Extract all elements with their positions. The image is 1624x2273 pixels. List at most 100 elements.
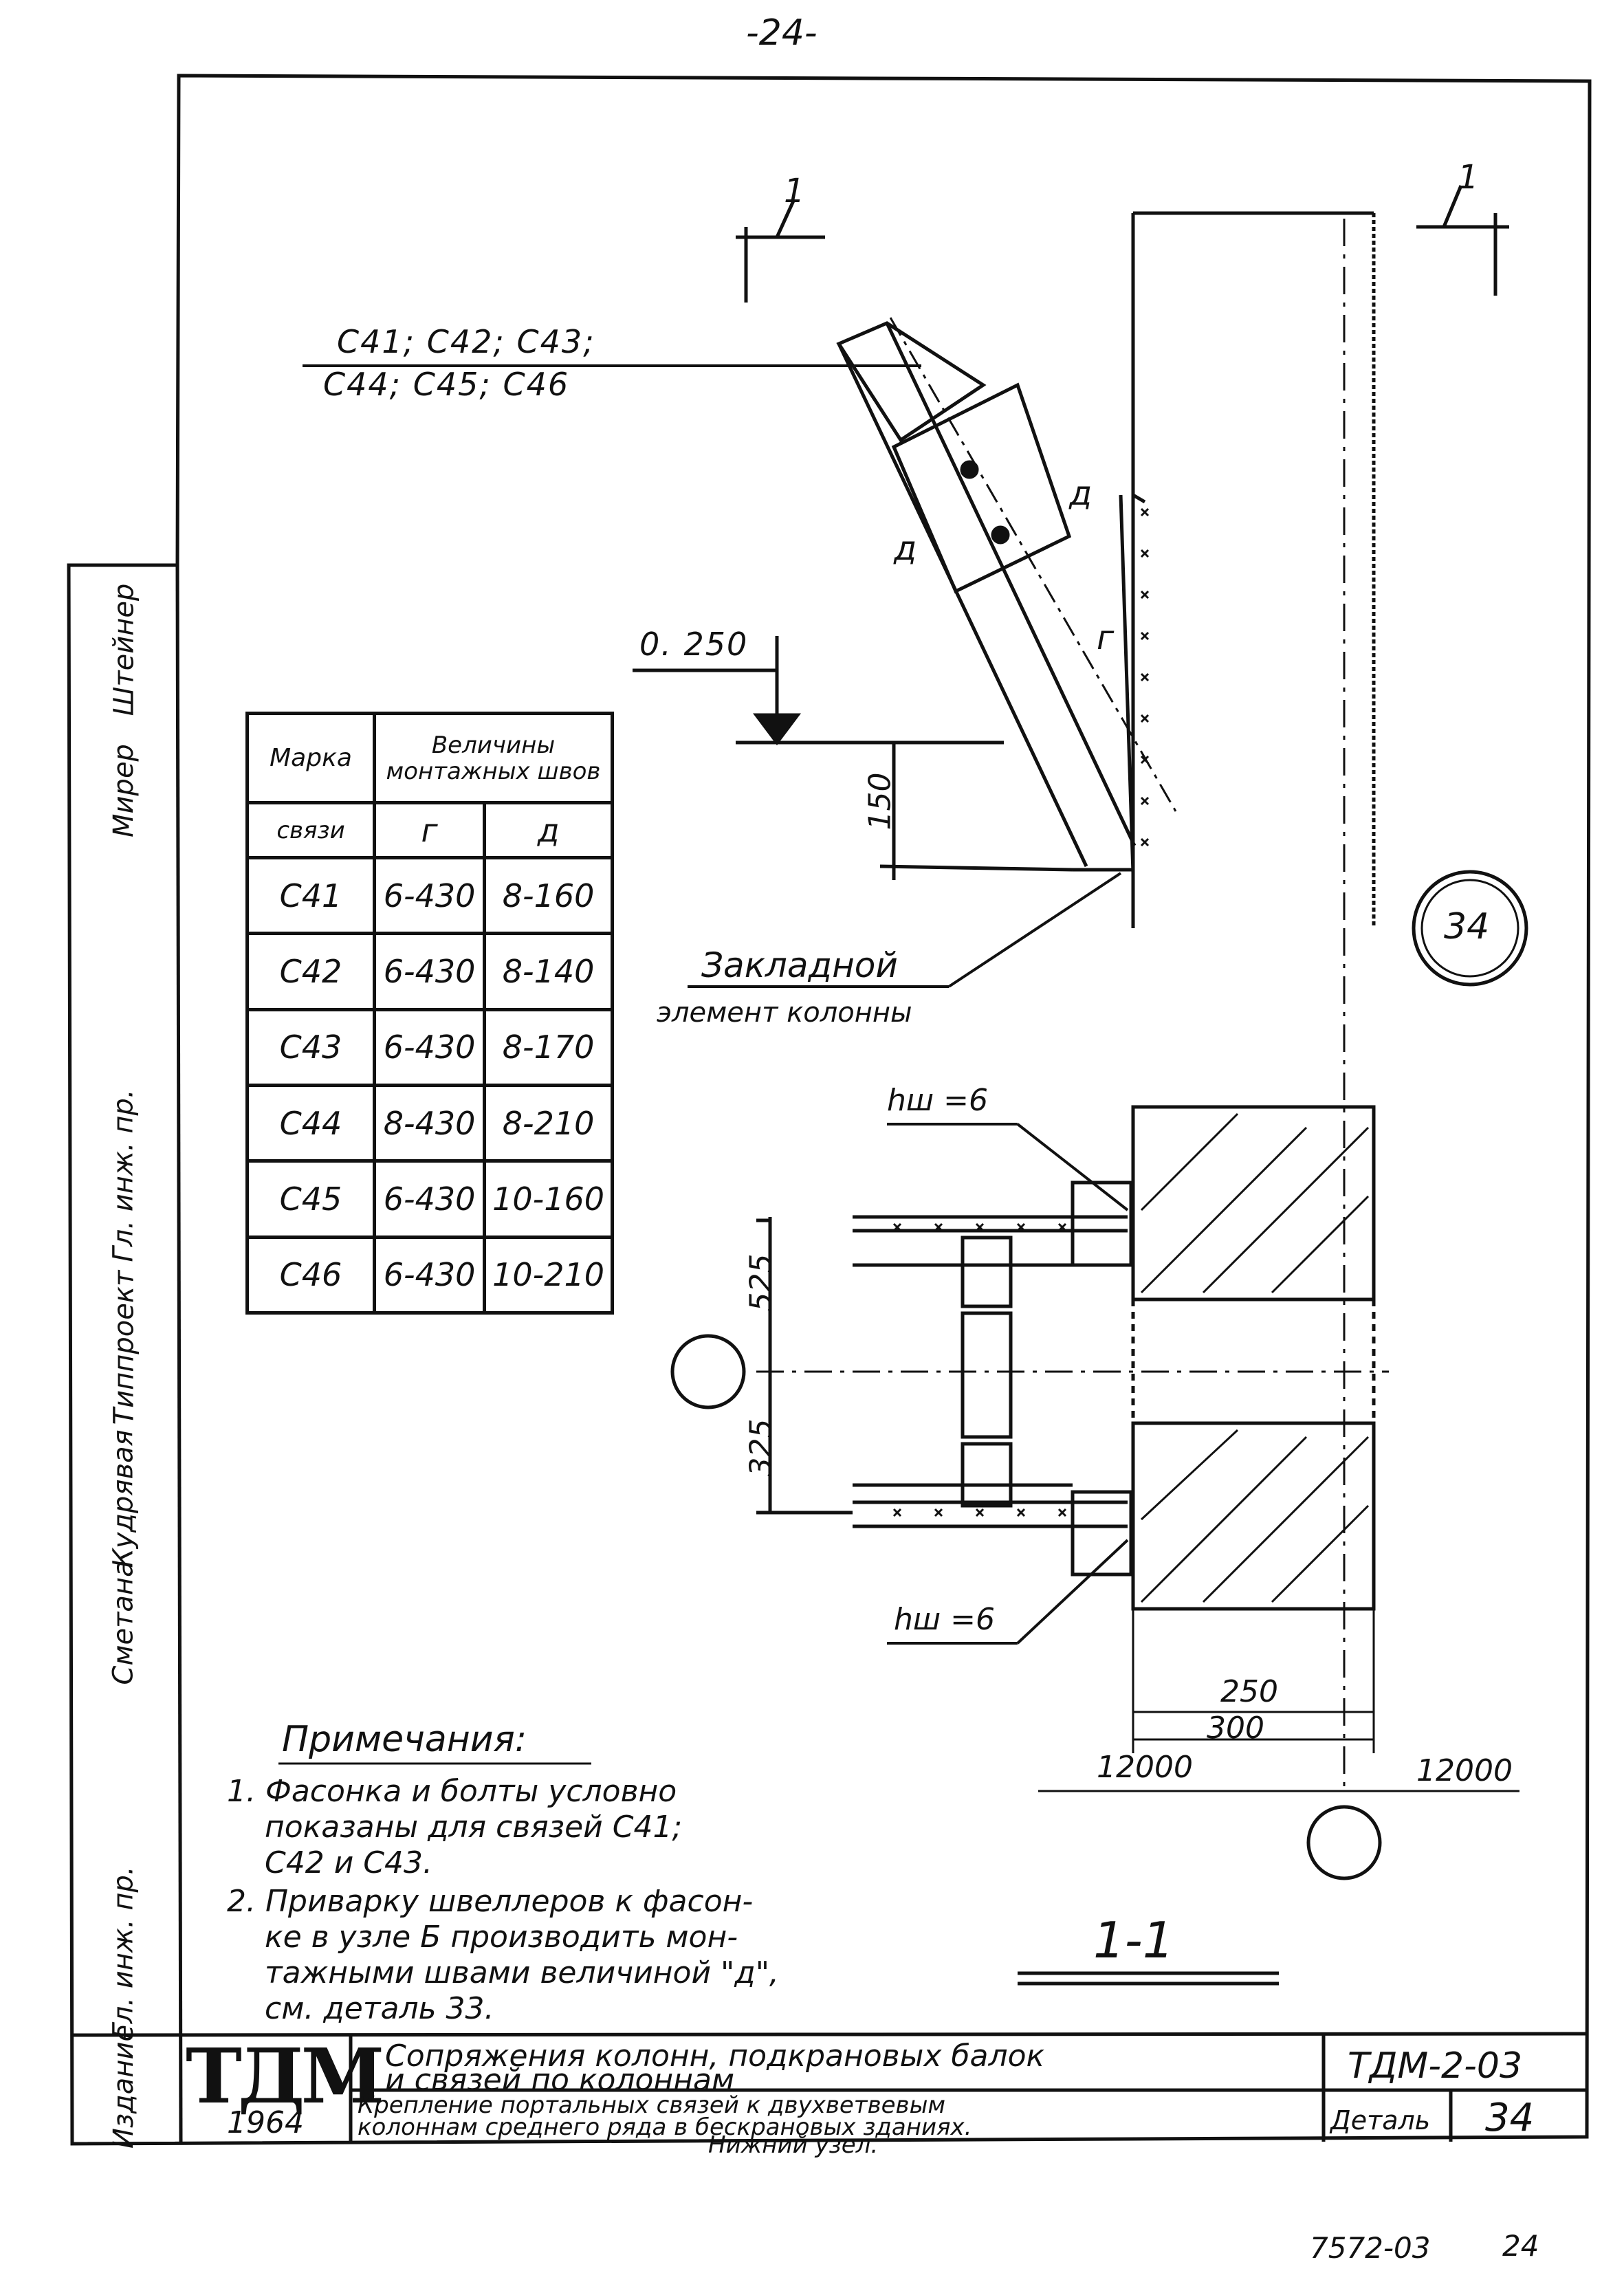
row-g: 6-430: [372, 932, 487, 1011]
note1-line1: 1. Фасонка и болты условно: [227, 1774, 677, 1809]
concrete-block-bottom: [1131, 1421, 1376, 1611]
side-stamp-text: Гл. инж. пр.: [108, 1089, 140, 1262]
column-elevation: [1131, 211, 1376, 928]
title-line2: и связей по колоннам: [385, 2063, 735, 2098]
section-mark-right: [1416, 185, 1509, 296]
weld-table-header-values: Величины монтажных швов: [373, 712, 614, 804]
weld-label-g: г: [1097, 619, 1115, 657]
row-mark: С46: [245, 1235, 376, 1315]
row-mark: С45: [245, 1159, 376, 1239]
side-stamp-text: Гл. инж. пр.: [108, 1866, 140, 2039]
table-row: С41 6-430 8-160: [245, 855, 614, 936]
vertical-channels: [961, 1236, 1013, 1508]
table-row: С46 6-430 10-210: [245, 1235, 614, 1315]
footer-code: 7572-03: [1310, 2231, 1431, 2265]
note2-line4: см. деталь 33.: [265, 1991, 494, 2026]
note1-line3: С42 и С43.: [265, 1845, 432, 1880]
dim-250-label: 250: [1220, 1674, 1278, 1709]
section-title: 1-1: [1093, 1911, 1174, 1969]
note2-line1: 2. Приварку швеллеров к фасон-: [227, 1884, 754, 1919]
row-d: 8-160: [483, 855, 614, 936]
note2-line3: тажными швами величиной "д",: [265, 1955, 779, 1990]
page-number: -24-: [746, 12, 818, 54]
dim-300-label: 300: [1207, 1711, 1264, 1746]
elevation-mark: [633, 636, 1073, 880]
table-row: С43 6-430 8-170: [245, 1007, 614, 1087]
weld-marks: [892, 507, 1150, 1517]
row-d: 10-160: [483, 1159, 614, 1239]
section-mark-right-label: 1: [1458, 158, 1479, 197]
bracing-marks-line1: С41; С42; С43;: [337, 323, 595, 360]
weld-label-d-right: д: [1069, 474, 1093, 513]
side-stamp-text: Типпроект: [108, 1270, 140, 1425]
row-d: 10-210: [483, 1235, 614, 1315]
row-mark: С42: [245, 932, 376, 1011]
row-g: 6-430: [372, 1159, 487, 1239]
diagonal-brace: [836, 317, 1177, 874]
section-mark-left-label: 1: [784, 172, 805, 210]
side-stamp-cell: Гл. инж. пр.: [69, 1073, 179, 1279]
side-stamp-cell: Издание: [69, 2025, 179, 2149]
row-g: 8-430: [372, 1083, 487, 1163]
notes-item-2: 2. Приварку швеллеров к фасон- ке в узле…: [227, 1884, 779, 2027]
weld-label-d-left: д: [894, 529, 917, 568]
embedded-label-line2: элемент колонны: [657, 997, 912, 1029]
weld-table-header-mark: Марка: [245, 712, 376, 804]
side-stamp-text: Мирер: [108, 744, 140, 837]
side-stamp-text: Сметана: [108, 1560, 140, 1685]
row-d: 8-170: [483, 1007, 614, 1087]
doc-code: ТДМ-2-03: [1348, 2045, 1523, 2087]
dim-525-label: 525: [743, 1253, 779, 1312]
weld-table-col-d: д: [483, 801, 614, 859]
detail-number: 34: [1485, 2096, 1535, 2140]
bracing-marks-line2: С44; С45; С46: [323, 366, 570, 403]
dim-150-label: 150: [862, 772, 898, 831]
elevation-label: 0. 250: [639, 626, 749, 663]
title-line1: Сопряжения колонн, подкрановых балок: [385, 2039, 1045, 2074]
desc-line3: Нижний узел.: [708, 2131, 879, 2159]
row-mark: С43: [245, 1007, 376, 1087]
side-stamp-text: Издание: [108, 2024, 140, 2149]
note2-line2: ке в узле Б производить мон-: [265, 1920, 738, 1955]
side-stamp-cell: Типпроект: [69, 1271, 179, 1425]
side-stamp-cell: Гл. инж. пр.: [69, 1866, 179, 2039]
weld-table-col-g: г: [372, 801, 487, 859]
detail-label: Деталь: [1330, 2105, 1431, 2135]
span-left-label: 12000: [1097, 1750, 1193, 1785]
hw-bottom-label: hш =6: [894, 1602, 995, 1637]
desc-line1: Крепление портальных связей к двухветвев…: [358, 2091, 946, 2119]
tdm-logo: ТДМ: [186, 2032, 384, 2120]
table-row: С42 6-430 8-140: [245, 932, 614, 1011]
side-stamp-cell: Сметана: [69, 1560, 179, 1684]
side-stamp-text: Штейнер: [108, 583, 140, 716]
row-g: 6-430: [372, 1007, 487, 1087]
side-stamp-cell: Мирер: [69, 729, 179, 853]
title-block-border: [72, 2032, 1588, 2037]
note1-line2: показаны для связей С41;: [265, 1810, 683, 1845]
notes-title: Примечания:: [282, 1719, 527, 1760]
embedded-label-line1: Закладной: [701, 945, 898, 985]
footer-page: 24: [1502, 2229, 1539, 2263]
row-g: 6-430: [372, 855, 487, 936]
row-d: 8-210: [483, 1083, 614, 1163]
row-mark: С44: [245, 1083, 376, 1163]
weld-table-header-link: связи: [245, 801, 376, 859]
side-stamp-cell: Кудрявая: [69, 1416, 179, 1581]
side-stamp-text: Кудрявая: [108, 1429, 140, 1568]
notes-item-1: 1. Фасонка и болты условно показаны для …: [227, 1774, 682, 1881]
concrete-block-top: [1131, 1105, 1376, 1302]
title-block-year: 1964: [227, 2105, 304, 2140]
hw-top-label: hш =6: [887, 1083, 988, 1118]
desc-line2: колоннам среднего ряда в бескрановых зда…: [358, 2113, 972, 2141]
detail-circle-number: 34: [1444, 906, 1490, 947]
weld-table: Марка Величины монтажных швов связи г д …: [245, 712, 614, 1315]
table-row: С45 6-430 10-160: [245, 1159, 614, 1239]
span-right-label: 12000: [1416, 1753, 1513, 1788]
row-g: 6-430: [372, 1235, 487, 1315]
channel-bottom: [853, 1483, 1133, 1577]
row-mark: С41: [245, 855, 376, 936]
side-stamp-cell: Штейнер: [69, 571, 179, 729]
section-mark-left: [736, 198, 825, 303]
row-d: 8-140: [483, 932, 614, 1011]
